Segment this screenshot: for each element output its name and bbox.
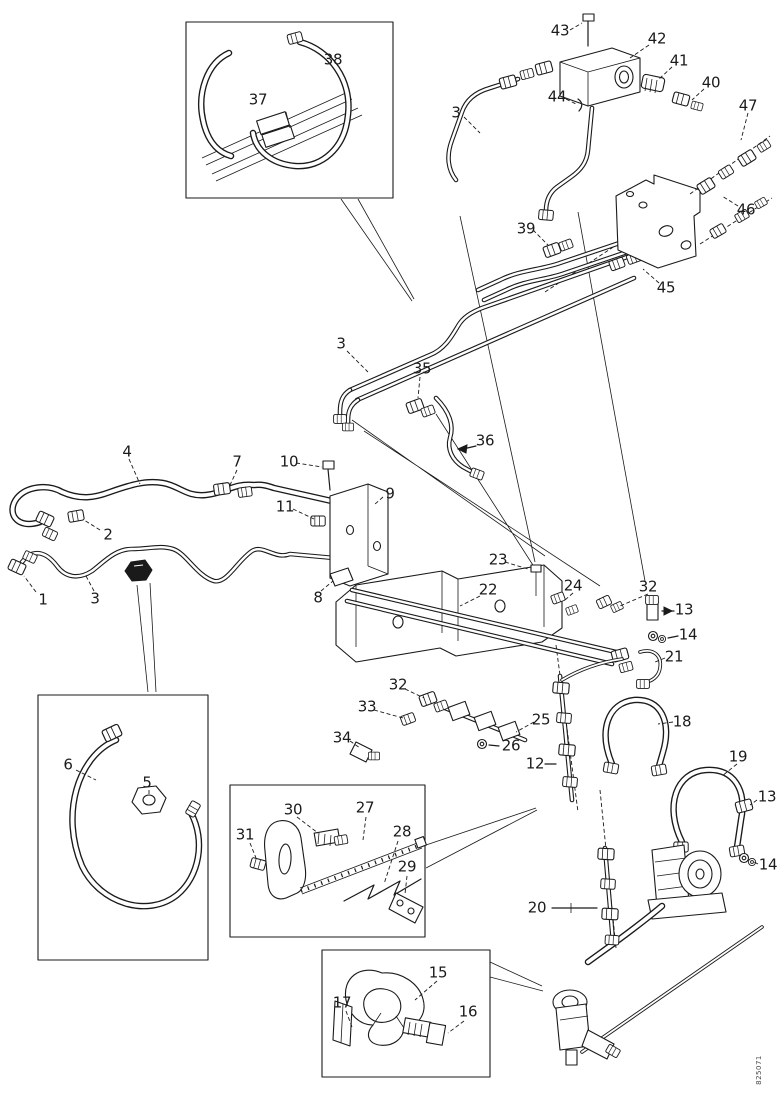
- callout-4: 4: [122, 442, 132, 461]
- callout-42: 42: [647, 29, 667, 48]
- inset-hose-6: [37, 694, 209, 961]
- callout-3: 3: [90, 589, 100, 608]
- callout-47: 47: [738, 96, 758, 115]
- callout-21: 21: [664, 647, 684, 666]
- callout-2: 2: [103, 525, 113, 544]
- callout-9: 9: [385, 484, 395, 503]
- bolt-43: [582, 13, 595, 22]
- left-hose-assembly: [6, 458, 336, 693]
- inset-hose-clamp-37-38: [185, 21, 415, 302]
- callout-11: 11: [275, 497, 295, 516]
- washer-14-right: [738, 852, 750, 864]
- callout-39: 39: [516, 219, 536, 238]
- callout-43: 43: [550, 21, 570, 40]
- inset-clamp-15-17: [321, 949, 544, 1078]
- callout-10: 10: [279, 452, 299, 471]
- callout-20: 20: [527, 898, 547, 917]
- callout-6: 6: [63, 755, 73, 774]
- callout-25: 25: [531, 710, 551, 729]
- callout-33: 33: [357, 697, 377, 716]
- inset-box-left: [37, 694, 209, 961]
- callout-46: 46: [736, 200, 756, 219]
- callout-1: 1: [38, 590, 48, 609]
- document-code: 825071: [755, 1055, 763, 1085]
- callout-29: 29: [397, 857, 417, 876]
- inset-box-top: [185, 21, 394, 199]
- nut-5-dark: [124, 559, 153, 582]
- clip-17: [332, 1000, 353, 1047]
- callout-44: 44: [547, 87, 567, 106]
- callout-37: 37: [248, 90, 268, 109]
- inset-bracket-27-31: [229, 784, 538, 938]
- callout-23: 23: [488, 550, 508, 569]
- washer-26: [476, 738, 488, 750]
- callout-17: 17: [332, 993, 352, 1012]
- callout-3: 3: [336, 334, 346, 353]
- bottom-injector: [552, 925, 764, 1066]
- callout-12: 12: [525, 754, 545, 773]
- callout-30: 30: [283, 800, 303, 819]
- u-hose-18: [603, 700, 674, 777]
- callout-31: 31: [235, 825, 255, 844]
- callout-14: 14: [758, 855, 778, 874]
- callout-38: 38: [323, 50, 343, 69]
- callout-5: 5: [142, 773, 152, 792]
- callout-35: 35: [412, 359, 432, 378]
- hose-19-and-pump: [588, 763, 759, 962]
- callout-3: 3: [451, 103, 461, 122]
- steel-line-bundle-upper: [478, 224, 680, 300]
- clip-44: [577, 98, 583, 112]
- valve-42-body: [559, 47, 641, 107]
- bolt-30: [313, 828, 341, 847]
- bolt-10: [322, 460, 335, 470]
- callout-7: 7: [232, 452, 242, 471]
- callout-36: 36: [475, 431, 495, 450]
- callout-13: 13: [674, 600, 694, 619]
- bracket-9: [292, 460, 389, 592]
- fitting-13-right: [734, 798, 754, 814]
- callout-14: 14: [678, 625, 698, 644]
- bolt-23: [530, 564, 542, 573]
- callout-40: 40: [701, 73, 721, 92]
- callout-45: 45: [656, 278, 676, 297]
- pipe-20: [551, 848, 620, 946]
- callout-32: 32: [388, 675, 408, 694]
- callout-16: 16: [458, 1002, 478, 1021]
- strap-28: [343, 878, 422, 902]
- clip-8: [329, 567, 354, 587]
- callout-32: 32: [638, 577, 658, 596]
- callout-15: 15: [428, 963, 448, 982]
- feed-line-and-valve: [449, 13, 705, 222]
- callout-8: 8: [313, 588, 323, 607]
- nut-11: [310, 515, 326, 527]
- callout-22: 22: [478, 580, 498, 599]
- bracket-right-fittings: [595, 593, 679, 689]
- callout-19: 19: [728, 747, 748, 766]
- clamp-35-hose-36: [405, 376, 485, 481]
- manifold-and-stack: [349, 657, 624, 800]
- steel-line-bundle-main: [333, 256, 634, 432]
- washer-14: [647, 630, 659, 642]
- callout-27: 27: [355, 798, 375, 817]
- mount-plate-and-fittings: [615, 112, 773, 269]
- callout-24: 24: [563, 576, 583, 595]
- callout-26: 26: [501, 736, 521, 755]
- callout-28: 28: [392, 822, 412, 841]
- callout-18: 18: [672, 712, 692, 731]
- callout-41: 41: [669, 51, 689, 70]
- callout-34: 34: [332, 728, 352, 747]
- fitting-40: [671, 91, 691, 107]
- fitting-34: [349, 741, 373, 763]
- nut-33: [399, 711, 417, 727]
- callout-13: 13: [757, 787, 777, 806]
